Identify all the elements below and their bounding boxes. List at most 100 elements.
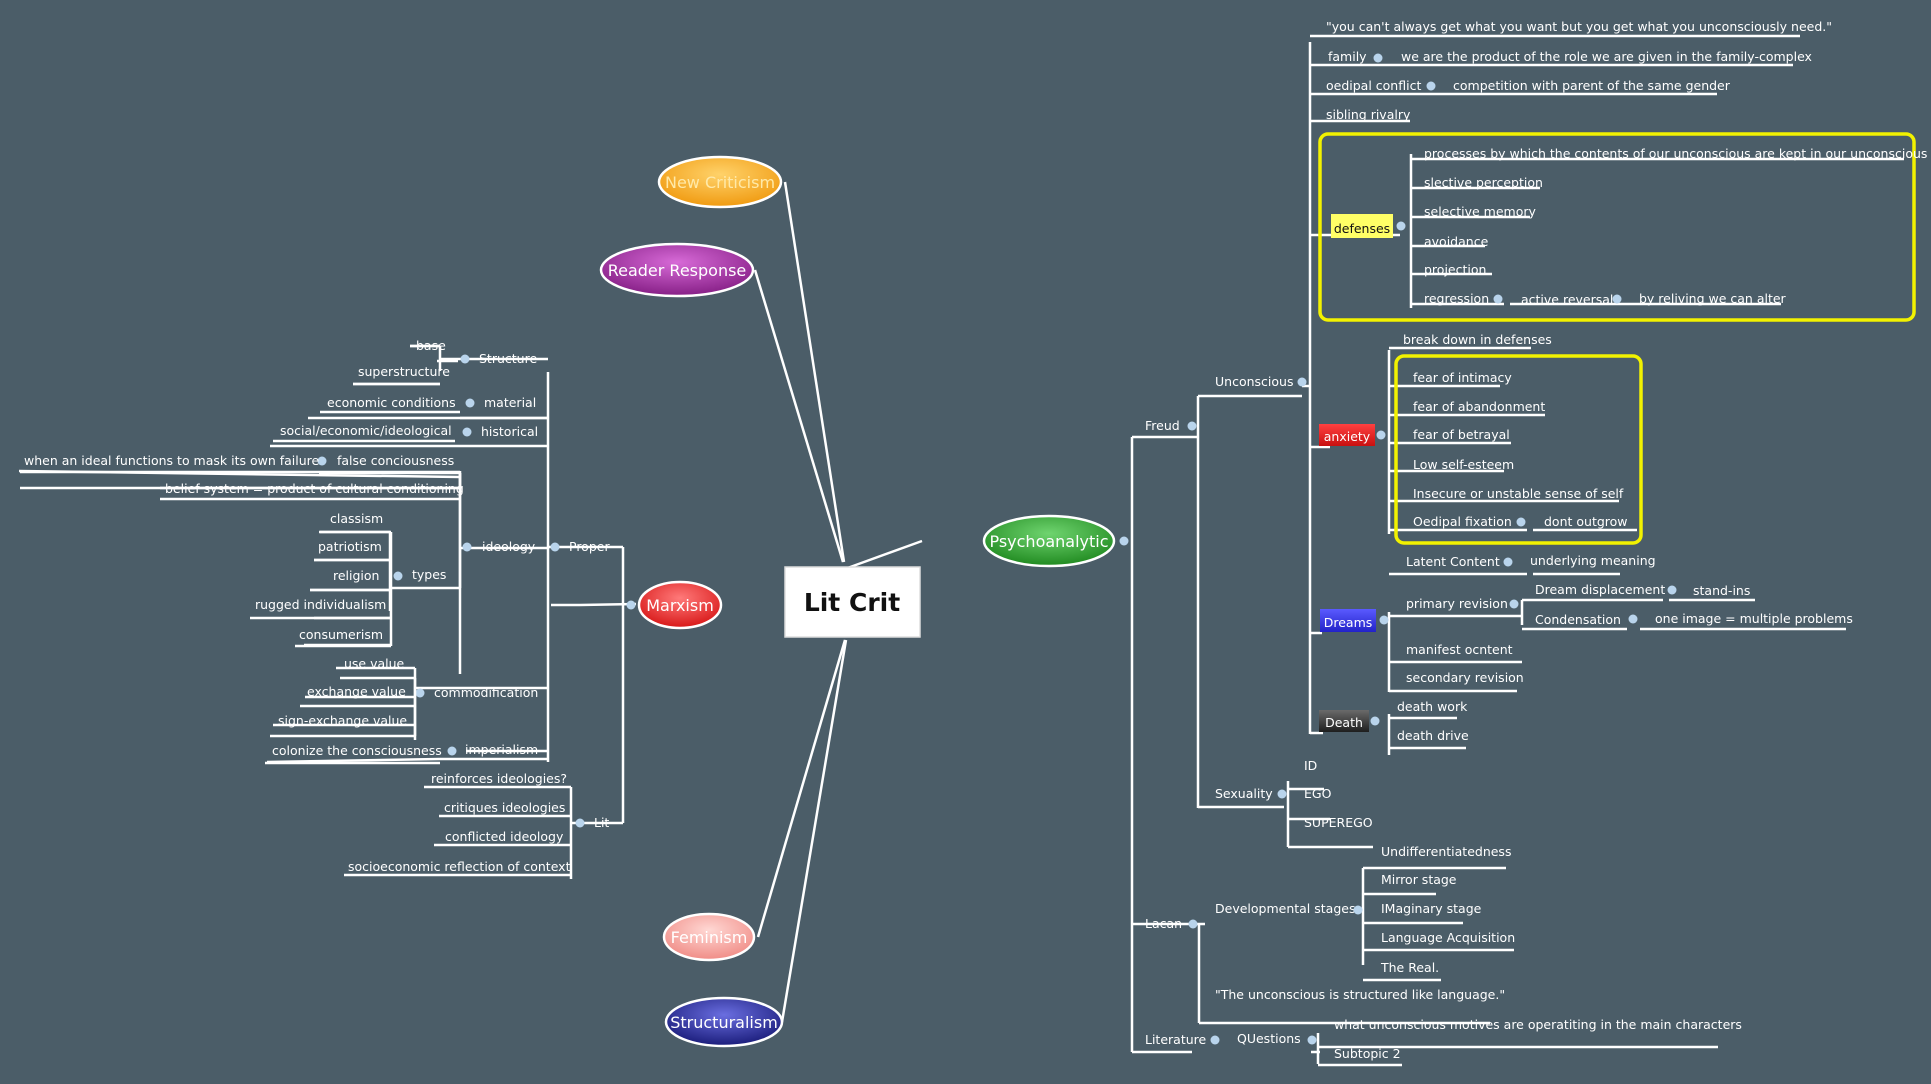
- topic-feminism[interactable]: [662, 912, 756, 962]
- node-dont-outgrow[interactable]: dont outgrow: [1544, 514, 1628, 529]
- unconscious-dot[interactable]: [1297, 377, 1307, 387]
- node-avoidance[interactable]: avoidance: [1424, 234, 1489, 249]
- node-selective-memory[interactable]: selective memory: [1424, 204, 1537, 219]
- node-lit[interactable]: Lit: [594, 815, 609, 830]
- ideology-dot[interactable]: [462, 542, 472, 552]
- imperialism-dot[interactable]: [447, 746, 457, 756]
- proper-dot[interactable]: [550, 542, 560, 552]
- node-false-consciousness[interactable]: false conciousness: [337, 453, 454, 468]
- lacan-dot[interactable]: [1188, 919, 1198, 929]
- tag-defenses[interactable]: [1331, 214, 1393, 238]
- node-mirror-stage[interactable]: Mirror stage: [1381, 872, 1457, 887]
- node-unconscious[interactable]: Unconscious: [1215, 374, 1293, 389]
- tag-death[interactable]: [1319, 710, 1369, 732]
- node-economic-conditions[interactable]: economic conditions: [327, 395, 456, 410]
- node-regression[interactable]: regression: [1424, 291, 1489, 306]
- anxiety-dot[interactable]: [1376, 430, 1386, 440]
- node-conflicted[interactable]: conflicted ideology: [445, 829, 564, 844]
- node-belief[interactable]: belief system = product of cultural cond…: [165, 481, 464, 496]
- node-patriotism[interactable]: patriotism: [318, 539, 382, 554]
- dreams-dot[interactable]: [1379, 615, 1389, 625]
- node-defenses-process[interactable]: processes by which the contents of our u…: [1424, 146, 1927, 161]
- node-motives[interactable]: what unconscious motives are operatiting…: [1334, 1017, 1742, 1032]
- node-commodification[interactable]: commodification: [434, 685, 538, 700]
- node-death-work[interactable]: death work: [1397, 699, 1468, 714]
- tag-anxiety[interactable]: [1319, 424, 1375, 446]
- oedipal-dot[interactable]: [1426, 81, 1436, 91]
- node-superego[interactable]: SUPEREGO: [1304, 815, 1373, 830]
- node-projection[interactable]: projection: [1424, 262, 1486, 277]
- node-family-note[interactable]: we are the product of the role we are gi…: [1401, 49, 1812, 64]
- node-classism[interactable]: classism: [330, 511, 383, 526]
- node-reinforces[interactable]: reinforces ideologies?: [431, 771, 567, 786]
- topic-marxism[interactable]: [637, 580, 723, 630]
- node-social[interactable]: social/economic/ideological: [280, 423, 452, 438]
- node-condensation[interactable]: Condensation: [1535, 612, 1621, 627]
- node-secondary[interactable]: secondary revision: [1406, 670, 1524, 685]
- node-death-drive[interactable]: death drive: [1397, 728, 1469, 743]
- node-sign-exchange-value[interactable]: sign-exchange value: [278, 713, 407, 728]
- node-freud[interactable]: Freud: [1145, 418, 1180, 433]
- node-proper[interactable]: Proper: [569, 539, 610, 554]
- node-language-acquisition[interactable]: Language Acquisition: [1381, 930, 1515, 945]
- node-questions[interactable]: QUestions: [1237, 1031, 1301, 1046]
- node-fear-intimacy[interactable]: fear of intimacy: [1413, 370, 1512, 385]
- freud-dot[interactable]: [1187, 421, 1197, 431]
- active-reversal-dot[interactable]: [1612, 294, 1622, 304]
- node-lacan[interactable]: Lacan: [1145, 916, 1182, 931]
- topic-structuralism[interactable]: [664, 996, 784, 1048]
- node-rugged-individualism[interactable]: rugged individualism: [255, 597, 386, 612]
- node-imperialism[interactable]: imperialism: [465, 742, 538, 757]
- node-ideology[interactable]: ideology: [482, 539, 536, 554]
- node-quote[interactable]: "you can't always get what you want but …: [1326, 19, 1832, 34]
- node-socioeconomic[interactable]: socioeconomic reflection of context: [348, 859, 571, 874]
- historical-dot[interactable]: [462, 427, 472, 437]
- node-primary-revision[interactable]: primary revision: [1406, 596, 1508, 611]
- condensation-dot[interactable]: [1628, 614, 1638, 624]
- node-manifest[interactable]: manifest ocntent: [1406, 642, 1513, 657]
- family-dot[interactable]: [1373, 53, 1383, 63]
- structure-dot[interactable]: [460, 354, 470, 364]
- topic-psychoanalytic[interactable]: [982, 514, 1116, 568]
- node-undifferentiatedness[interactable]: Undifferentiatedness: [1381, 844, 1511, 859]
- node-id[interactable]: ID: [1304, 758, 1317, 773]
- node-critiques[interactable]: critiques ideologies: [444, 800, 565, 815]
- defenses-dot[interactable]: [1396, 221, 1406, 231]
- lit-dot[interactable]: [575, 818, 585, 828]
- node-selective-perception[interactable]: slective perception: [1424, 175, 1543, 190]
- node-the-real[interactable]: The Real.: [1380, 960, 1439, 975]
- node-low-self-esteem[interactable]: Low self-esteem: [1413, 457, 1514, 472]
- node-active-reversal[interactable]: active reversal: [1521, 292, 1613, 307]
- central-topic[interactable]: [784, 566, 921, 638]
- node-exchange-value[interactable]: exchange value: [307, 684, 406, 699]
- node-material[interactable]: material: [484, 395, 536, 410]
- node-use-value[interactable]: use value: [344, 656, 405, 671]
- dream-displacement-dot[interactable]: [1667, 585, 1677, 595]
- tag-dreams[interactable]: [1320, 609, 1376, 632]
- node-subtopic-2[interactable]: Subtopic 2: [1334, 1046, 1401, 1061]
- types-dot[interactable]: [393, 571, 403, 581]
- node-oedipal-note[interactable]: competition with parent of the same gend…: [1453, 78, 1731, 93]
- oedipal-fixation-dot[interactable]: [1516, 517, 1526, 527]
- commodification-dot[interactable]: [415, 688, 425, 698]
- node-one-image[interactable]: one image = multiple problems: [1655, 611, 1853, 626]
- node-historical[interactable]: historical: [481, 424, 538, 439]
- node-imaginary-stage[interactable]: IMaginary stage: [1381, 901, 1482, 916]
- sexuality-dot[interactable]: [1277, 789, 1287, 799]
- node-fear-betrayal[interactable]: fear of betrayal: [1413, 427, 1510, 442]
- death-dot[interactable]: [1370, 716, 1380, 726]
- node-reliving[interactable]: by reliving we can alter: [1639, 291, 1787, 306]
- node-dev-stages[interactable]: Developmental stages: [1215, 901, 1355, 916]
- node-ego[interactable]: EGO: [1304, 786, 1332, 801]
- node-breakdown[interactable]: break down in defenses: [1403, 332, 1552, 347]
- node-types[interactable]: types: [412, 567, 446, 582]
- marxism-dot[interactable]: [626, 600, 636, 610]
- latent-dot[interactable]: [1503, 557, 1513, 567]
- node-superstructure[interactable]: superstructure: [358, 364, 450, 379]
- node-mask[interactable]: when an ideal functions to mask its own …: [24, 453, 320, 468]
- psychoanalytic-dot[interactable]: [1119, 536, 1129, 546]
- material-dot[interactable]: [465, 398, 475, 408]
- node-religion[interactable]: religion: [333, 568, 379, 583]
- node-sibling[interactable]: sibling rivalry: [1326, 107, 1411, 122]
- primary-revision-dot[interactable]: [1509, 599, 1519, 609]
